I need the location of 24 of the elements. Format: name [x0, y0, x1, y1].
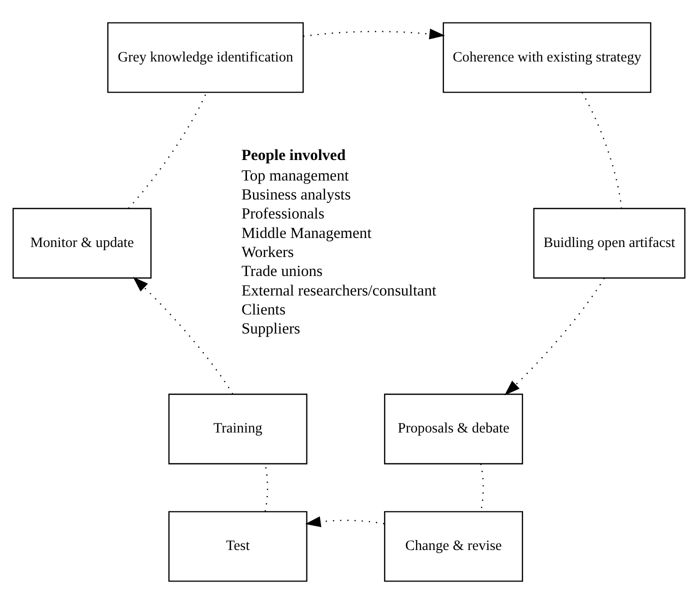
node-box: Training — [168, 393, 308, 464]
arrow — [303, 28, 446, 39]
label: Business analysts — [241, 186, 351, 203]
label: People involved — [241, 146, 346, 164]
node-box: Buidling open artifacst — [533, 207, 686, 278]
connector — [582, 92, 622, 208]
arrow — [132, 276, 234, 394]
label: Professionals — [241, 205, 324, 222]
connector — [128, 92, 207, 208]
label: Middle Management — [241, 224, 372, 242]
label: Suppliers — [241, 320, 300, 338]
label: Top management — [241, 166, 349, 184]
label: Clients — [241, 300, 286, 318]
label: Workers — [241, 243, 294, 260]
node-box: Monitor & update — [12, 207, 152, 278]
node-box: Change & revise — [384, 510, 524, 582]
node-box: Coherence with existing strategy — [442, 22, 652, 92]
arrow — [504, 277, 605, 395]
label: External researchers/consultant — [241, 282, 436, 299]
node-box: Proposals & debate — [384, 393, 524, 464]
node-box: Test — [168, 510, 308, 582]
node-box: Grey knowledge identification — [107, 22, 304, 92]
arrow — [305, 516, 384, 527]
label: Trade unions — [241, 262, 323, 280]
